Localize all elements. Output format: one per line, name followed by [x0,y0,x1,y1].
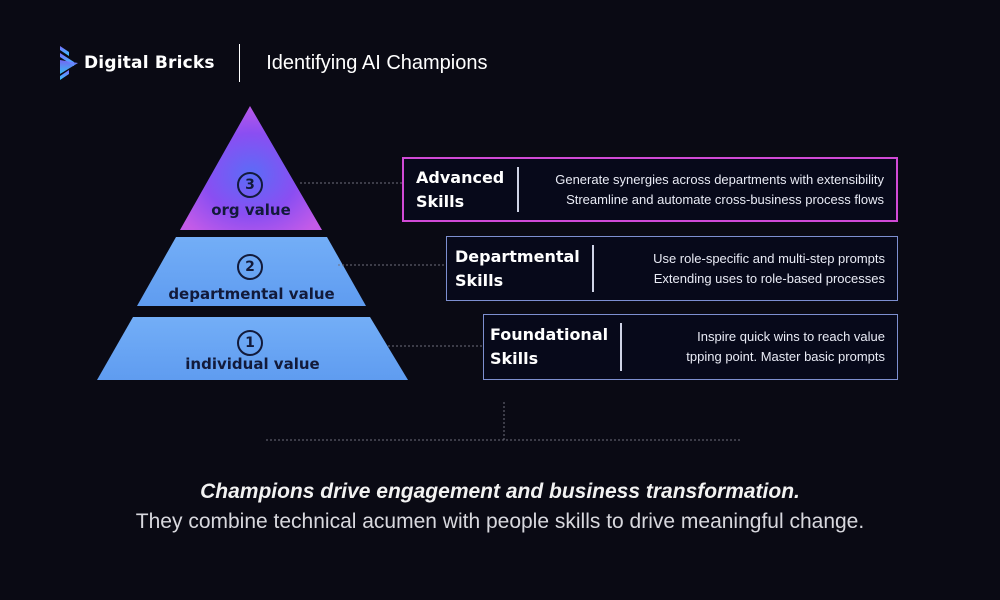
header-divider [238,44,241,82]
skill-box-departmental: Departmental Skills Use role-specific an… [446,236,898,301]
tier-label-departmental: departmental value [168,285,335,303]
page-title: Identifying AI Champions [266,51,488,74]
skill-box-advanced: Advanced Skills Generate synergies acros… [402,157,898,222]
tier-number-2: 2 [237,254,263,280]
tagline: Champions drive engagement and business … [0,480,1000,534]
skill-name-advanced: Advanced Skills [416,167,505,211]
skill-divider [592,245,594,292]
skill-divider [620,323,622,371]
skill-divider [517,167,519,212]
skill-desc-foundational: Inspire quick wins to reach value tpping… [686,329,885,364]
brand-name: Digital Bricks [84,53,215,73]
header: Digital Bricks Identifying AI Champions [58,42,488,84]
tier-number-1: 1 [237,330,263,356]
digital-bricks-logo-icon [60,46,78,80]
skill-desc-departmental: Use role-specific and multi-step prompts… [653,250,885,286]
skill-name-foundational: Foundational Skills [490,325,609,368]
tier-label-individual: individual value [185,355,320,373]
tier-label-org: org value [211,201,291,219]
skill-desc-advanced: Generate synergies across departments wi… [555,171,884,207]
skill-name-departmental: Departmental Skills [455,246,580,290]
skill-box-foundational: Foundational Skills Inspire quick wins t… [483,314,898,380]
tagline-subline: They combine technical acumen with peopl… [135,510,865,533]
tier-number-3: 3 [237,172,263,198]
tagline-headline: Champions drive engagement and business … [200,480,800,503]
pyramid-tier-org [180,106,322,230]
